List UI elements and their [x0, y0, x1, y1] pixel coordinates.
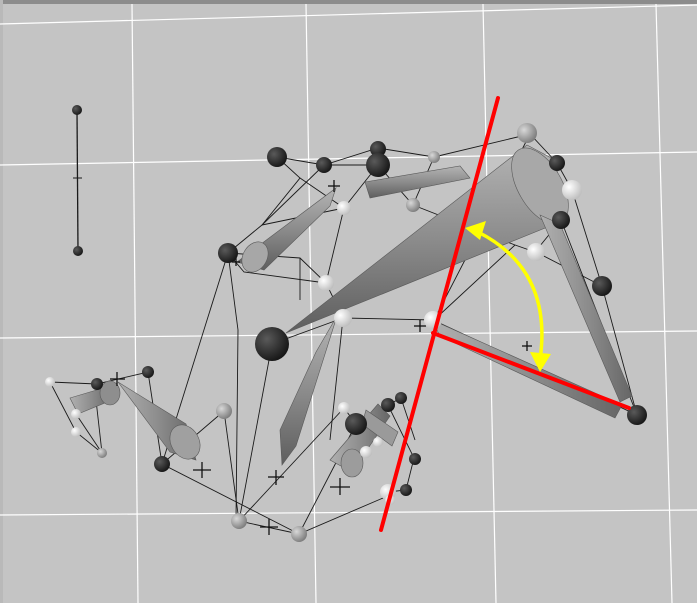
- marker-knee-r2: [381, 398, 395, 412]
- arc-arrow-head-bottom: [530, 352, 551, 372]
- marker-foot-r: [627, 405, 647, 425]
- viewport-top-border: [0, 0, 697, 4]
- marker-wrist-r: [527, 243, 545, 261]
- marker-hip-center: [334, 309, 352, 327]
- segment-right-tibia: [539, 214, 633, 403]
- marker-shin-r: [360, 446, 372, 458]
- segment-upper-arm-cap: [241, 241, 269, 273]
- marker-toe-l: [154, 456, 170, 472]
- marker-shoulder-right: [517, 123, 537, 143]
- marker-hand-r: [592, 276, 612, 296]
- marker-torso: [318, 275, 334, 291]
- marker-knee-l: [216, 403, 232, 419]
- marker-foot-l2: [91, 378, 103, 390]
- marker-foot-l1: [142, 366, 154, 378]
- marker-shoulder: [428, 151, 440, 163]
- marker-ankle-r: [409, 453, 421, 465]
- angle-arc: [465, 221, 551, 372]
- marker-arm-lat: [562, 180, 582, 200]
- marker-heel-l: [231, 513, 247, 529]
- marker-shin-r2: [373, 437, 383, 447]
- segment-knee-cap: [340, 448, 364, 478]
- marker-heel-r: [291, 526, 307, 542]
- marker-elbow-r: [552, 211, 570, 229]
- marker-knee-med: [338, 402, 350, 414]
- arc-arrow-head-top: [465, 221, 486, 240]
- marker-foot-l5: [71, 427, 81, 437]
- marker-c7: [366, 153, 390, 177]
- marker-shoulder-back: [549, 155, 565, 171]
- angle-reference-lines: [379, 96, 631, 532]
- scale-reference-marker[interactable]: [72, 105, 83, 256]
- marker-foot-l4: [71, 409, 81, 419]
- marker-knee-r: [345, 413, 367, 435]
- segment-left-shank-cap: [169, 424, 201, 460]
- viewport-left-border: [0, 0, 3, 603]
- joint-centre-markers: [110, 180, 532, 535]
- marker-ankle-r2: [400, 484, 412, 496]
- marker-upper-arm: [218, 243, 238, 263]
- marker-clavicle: [406, 198, 420, 212]
- marker-head-front: [316, 157, 332, 173]
- segment-foot-left-cap: [99, 380, 121, 406]
- marker-hip-left: [255, 327, 289, 361]
- marker-sternum: [337, 201, 351, 215]
- segment-shoulder: [364, 165, 471, 199]
- segment-left-thigh: [279, 315, 338, 466]
- long-axis-line: [379, 96, 500, 532]
- marker-knee-r3: [395, 392, 407, 404]
- marker-foot-l6: [97, 448, 107, 458]
- marker-head-back: [370, 141, 386, 157]
- marker-foot-l3: [45, 377, 55, 387]
- marker-head-top: [267, 147, 287, 167]
- segment-axis-line: [431, 331, 631, 410]
